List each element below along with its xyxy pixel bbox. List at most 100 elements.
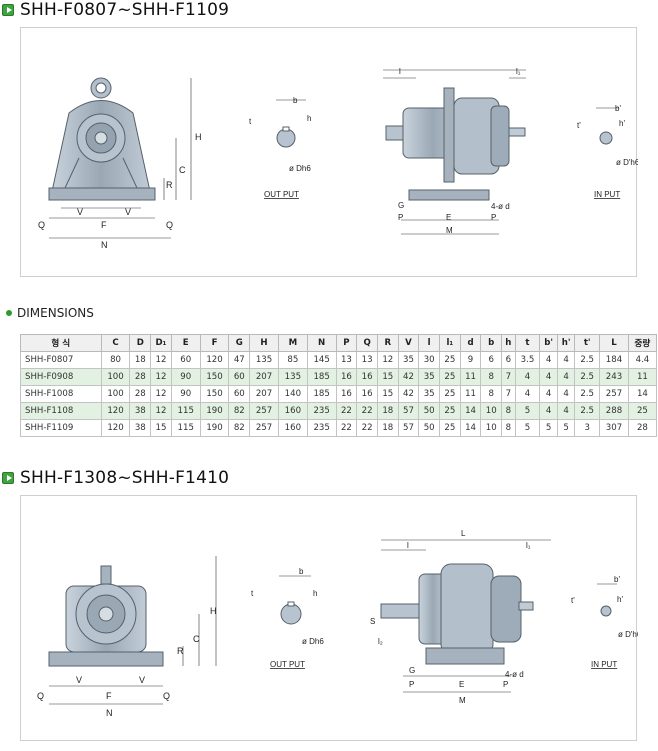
column-header: H xyxy=(249,334,279,352)
column-header: 중량 xyxy=(627,334,658,352)
table-cell: 12 xyxy=(150,402,172,420)
table-cell: 4 xyxy=(514,368,541,386)
table-cell: 30 xyxy=(418,351,440,369)
table-cell: 18 xyxy=(376,402,399,420)
table-cell: 14 xyxy=(459,419,482,437)
table-cell: 235 xyxy=(306,402,337,420)
out-label-dh-2: ø Dh6 xyxy=(302,637,324,646)
column-header: E xyxy=(170,334,201,352)
table-cell: 7 xyxy=(501,385,516,403)
table-cell: 2.5 xyxy=(574,385,601,403)
shaft-input-view-2: b' t' h' ø D'h6 IN PUT xyxy=(571,575,642,669)
table-cell: 4 xyxy=(539,385,558,403)
side-view-2: L l l₁ S l₂ G P E P M 4-ø d xyxy=(370,529,551,705)
side-label-l2-2: l₂ xyxy=(378,637,383,646)
side-label-P-right: P xyxy=(491,213,496,222)
table-cell: 22 xyxy=(356,419,378,437)
front-view: H C R Q Q F V V N xyxy=(38,77,202,250)
label-C-2: C xyxy=(193,634,200,644)
table-cell: 135 xyxy=(277,368,308,386)
table-cell: 90 xyxy=(170,368,201,386)
column-header: l xyxy=(418,334,440,352)
column-header: b xyxy=(480,334,503,352)
table-cell: 135 xyxy=(249,351,279,369)
table-cell: 47 xyxy=(228,351,251,369)
column-header: V xyxy=(397,334,420,352)
side-label-P-left-2: P xyxy=(409,680,414,689)
table-cell: 4 xyxy=(539,351,558,369)
table-cell: 38 xyxy=(129,402,152,420)
column-header: G xyxy=(228,334,251,352)
table-cell: 145 xyxy=(306,351,337,369)
side-label-bolt-2: 4-ø d xyxy=(505,670,524,679)
table-cell: 4 xyxy=(556,351,576,369)
column-header: L xyxy=(599,334,629,352)
table-cell: 7 xyxy=(501,368,516,386)
table-cell: 4 xyxy=(539,402,558,420)
table-cell: 15 xyxy=(376,385,399,403)
label-F: F xyxy=(101,220,107,230)
table-cell: 190 xyxy=(199,402,230,420)
table-cell: 6 xyxy=(501,351,516,369)
table-cell: 11 xyxy=(459,368,482,386)
table-cell: 22 xyxy=(356,402,378,420)
table-cell: 100 xyxy=(100,368,131,386)
out-label-t-2: t xyxy=(251,589,254,598)
table-cell: 25 xyxy=(439,385,461,403)
model-cell: SHH-F1008 xyxy=(20,385,102,403)
table-cell: 12 xyxy=(150,385,172,403)
table-cell: 28 xyxy=(627,419,658,437)
label-Q-left-2: Q xyxy=(37,691,44,701)
label-F-2: F xyxy=(106,691,112,701)
label-Q-left: Q xyxy=(38,220,45,230)
side-label-G-2: G xyxy=(409,666,415,675)
in-label-h: h' xyxy=(619,119,625,128)
model-cell: SHH-F0908 xyxy=(20,368,102,386)
side-view: l l₁ G P E P M 4-ø d xyxy=(383,67,526,235)
table-cell: 307 xyxy=(599,419,629,437)
in-label-b: b' xyxy=(615,104,621,113)
side-label-l1-2: l₁ xyxy=(526,541,531,550)
table-cell: 160 xyxy=(277,419,308,437)
bullet-dot-icon xyxy=(6,310,12,316)
table-cell: 185 xyxy=(306,385,337,403)
label-H-2: H xyxy=(210,606,217,616)
table-cell: 4 xyxy=(556,402,576,420)
column-header: N xyxy=(306,334,337,352)
out-caption-2: OUT PUT xyxy=(270,660,305,669)
column-header: Q xyxy=(356,334,378,352)
table-cell: 22 xyxy=(335,419,358,437)
column-header: R xyxy=(376,334,399,352)
table-cell: 57 xyxy=(397,402,420,420)
table-cell: 5 xyxy=(539,419,558,437)
table-cell: 25 xyxy=(627,402,658,420)
out-label-h: h xyxy=(307,114,311,123)
out-label-dh: ø Dh6 xyxy=(289,164,311,173)
table-cell: 14 xyxy=(459,402,482,420)
model-cell: SHH-F0807 xyxy=(20,351,102,369)
in-label-b-2: b' xyxy=(614,575,620,584)
label-N-2: N xyxy=(106,708,113,718)
column-header: d xyxy=(459,334,482,352)
table-cell: 5 xyxy=(514,419,541,437)
table-cell: 4 xyxy=(514,385,541,403)
side-label-M: M xyxy=(446,226,453,235)
table-cell: 42 xyxy=(397,368,420,386)
shaft-input-view: b' t' h' ø D'h6 IN PUT xyxy=(577,104,640,199)
table-cell: 140 xyxy=(277,385,308,403)
drawing-panel-2: H C R Q Q F V V N b t h ø Dh6 OUT PUT xyxy=(20,495,642,741)
table-cell: 60 xyxy=(228,385,251,403)
side-label-E: E xyxy=(446,213,451,222)
section1-title: SHH-F0807~SHH-F1109 xyxy=(20,0,230,20)
in-label-t-2: t' xyxy=(571,596,575,605)
column-header: M xyxy=(277,334,308,352)
in-label-dh-2: ø D'h6 xyxy=(618,630,638,639)
table-cell: 5 xyxy=(514,402,541,420)
table-cell: 15 xyxy=(150,419,172,437)
table-cell: 15 xyxy=(376,368,399,386)
side-label-E-2: E xyxy=(459,680,464,689)
drawing-1: H C R Q Q F V V N b t h ø Dh6 OUT PUT xyxy=(38,67,640,250)
